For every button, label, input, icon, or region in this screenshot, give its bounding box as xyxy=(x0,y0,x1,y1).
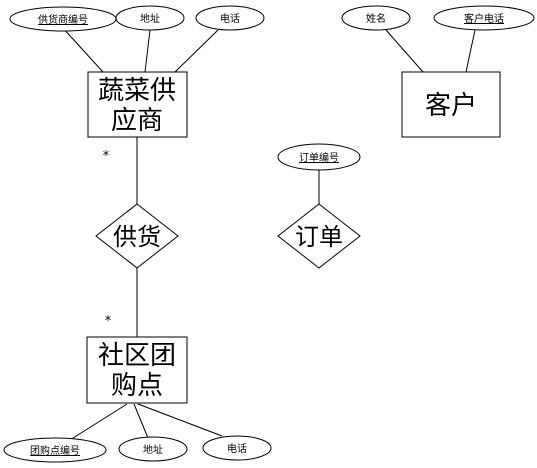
svg-text:供货商编号: 供货商编号 xyxy=(38,13,88,26)
line-point-address xyxy=(133,403,149,439)
svg-text:订单: 订单 xyxy=(295,223,343,251)
svg-text:社区团: 社区团 xyxy=(98,341,176,371)
svg-text:地址: 地址 xyxy=(143,443,163,456)
svg-text:电话: 电话 xyxy=(227,442,247,455)
attr-order-id: 订单编号 xyxy=(277,143,361,171)
line-supplier-id xyxy=(61,26,104,73)
svg-text:供货: 供货 xyxy=(113,223,161,251)
attr-point-id: 团购点编号 xyxy=(3,437,107,463)
svg-text:地址: 地址 xyxy=(140,12,160,25)
line-customer-phone xyxy=(465,29,476,73)
entity-customer: 客户 xyxy=(401,71,501,138)
attr-supplier-id: 供货商编号 xyxy=(9,6,117,32)
attr-point-phone: 电话 xyxy=(202,435,272,461)
svg-text:购点: 购点 xyxy=(111,371,163,401)
svg-text:团购点编号: 团购点编号 xyxy=(30,444,80,457)
svg-text:电话: 电话 xyxy=(220,12,240,25)
relationship-order: 订单 xyxy=(277,203,361,269)
multiplicity-point: * xyxy=(105,314,112,329)
attr-supplier-address: 地址 xyxy=(115,5,185,31)
svg-text:应商: 应商 xyxy=(111,106,163,136)
line-supplier-phone xyxy=(174,29,219,73)
line-supplier-address xyxy=(144,29,151,73)
attr-point-address: 地址 xyxy=(118,436,188,462)
line-customer-name xyxy=(385,29,424,73)
line-point-id xyxy=(69,403,128,441)
svg-text:客户电话: 客户电话 xyxy=(464,12,504,25)
svg-text:蔬菜供: 蔬菜供 xyxy=(98,76,176,106)
attr-supplier-phone: 电话 xyxy=(195,5,265,31)
attr-customer-name: 姓名 xyxy=(341,5,411,31)
entity-community-point: 社区团 购点 xyxy=(86,336,188,404)
svg-text:姓名: 姓名 xyxy=(366,12,386,25)
relationship-supply: 供货 xyxy=(95,203,179,269)
entity-supplier: 蔬菜供 应商 xyxy=(87,71,188,138)
svg-text:订单编号: 订单编号 xyxy=(299,151,339,164)
attr-customer-phone: 客户电话 xyxy=(433,5,535,31)
svg-text:客户: 客户 xyxy=(425,91,477,121)
line-point-phone xyxy=(137,403,223,437)
multiplicity-supplier: * xyxy=(103,149,110,164)
